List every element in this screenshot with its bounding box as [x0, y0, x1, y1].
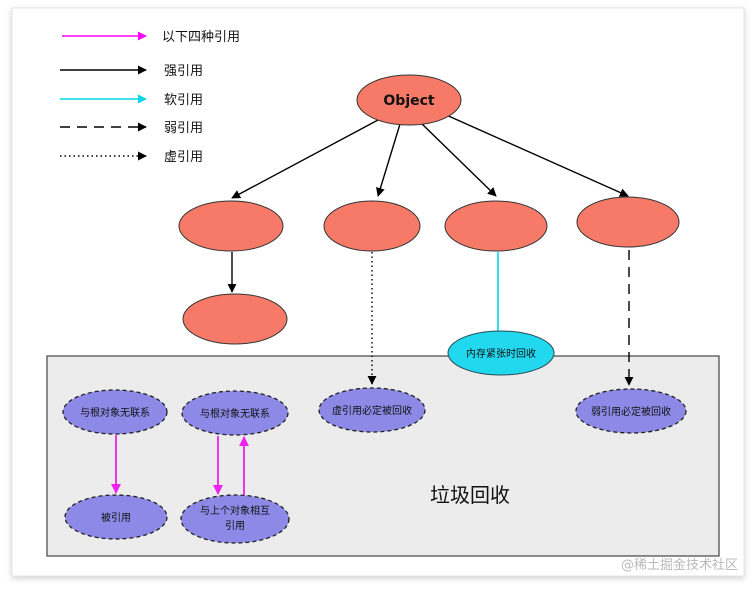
- legend: 以下四种引用 强引用 软引用 弱引用 虚引用: [60, 30, 240, 165]
- legend-phantom-label: 虚引用: [164, 150, 203, 165]
- legend-title: 以下四种引用: [162, 30, 240, 45]
- soft-ref-node: [444, 200, 548, 252]
- strong-node-1: [178, 200, 284, 252]
- strong-edges: [227, 113, 629, 293]
- edge-root-to-node3: [419, 121, 497, 197]
- memory-pressure-node: [447, 330, 555, 376]
- strong-node-2: [182, 293, 288, 345]
- edge-root-to-node1: [231, 119, 379, 199]
- weak-ref-node: [576, 196, 680, 248]
- memory-pressure-label: 内存紧张时回收: [466, 347, 536, 360]
- referenced-node: [64, 494, 168, 540]
- phantom-ref-node: [323, 200, 421, 252]
- weak-collected-label: 弱引用必定被回收: [591, 405, 671, 418]
- mutual-ref-node: [180, 494, 290, 544]
- root-object-node: [356, 74, 462, 126]
- mutual-ref-label-line2: 引用: [225, 520, 245, 532]
- no-root-node-1: [62, 389, 168, 435]
- weak-collected-node: [575, 388, 687, 434]
- edge-root-to-node4: [443, 113, 629, 197]
- phantom-collected-node: [318, 387, 426, 433]
- phantom-collected-label: 虚引用必定被回收: [332, 404, 412, 417]
- no-root-label-2: 与根对象无联系: [200, 407, 270, 420]
- no-root-node-2: [181, 390, 289, 436]
- legend-weak-label: 弱引用: [164, 121, 203, 136]
- referenced-label: 被引用: [101, 511, 131, 524]
- watermark: @稀土掘金技术社区: [621, 557, 738, 573]
- edge-root-to-node2: [376, 123, 401, 197]
- gc-area-label: 垃圾回收: [430, 483, 510, 507]
- no-root-label-1: 与根对象无联系: [80, 406, 150, 419]
- legend-strong-label: 强引用: [164, 64, 203, 79]
- gc-nodes: 虚引用必定被回收 弱引用必定被回收 与根对象无联系 与根对象无联系 被引用 与上…: [62, 387, 687, 544]
- root-object-label: Object: [383, 93, 435, 109]
- mutual-ref-label-line1: 与上个对象相互: [200, 504, 270, 517]
- legend-soft-label: 软引用: [164, 93, 203, 108]
